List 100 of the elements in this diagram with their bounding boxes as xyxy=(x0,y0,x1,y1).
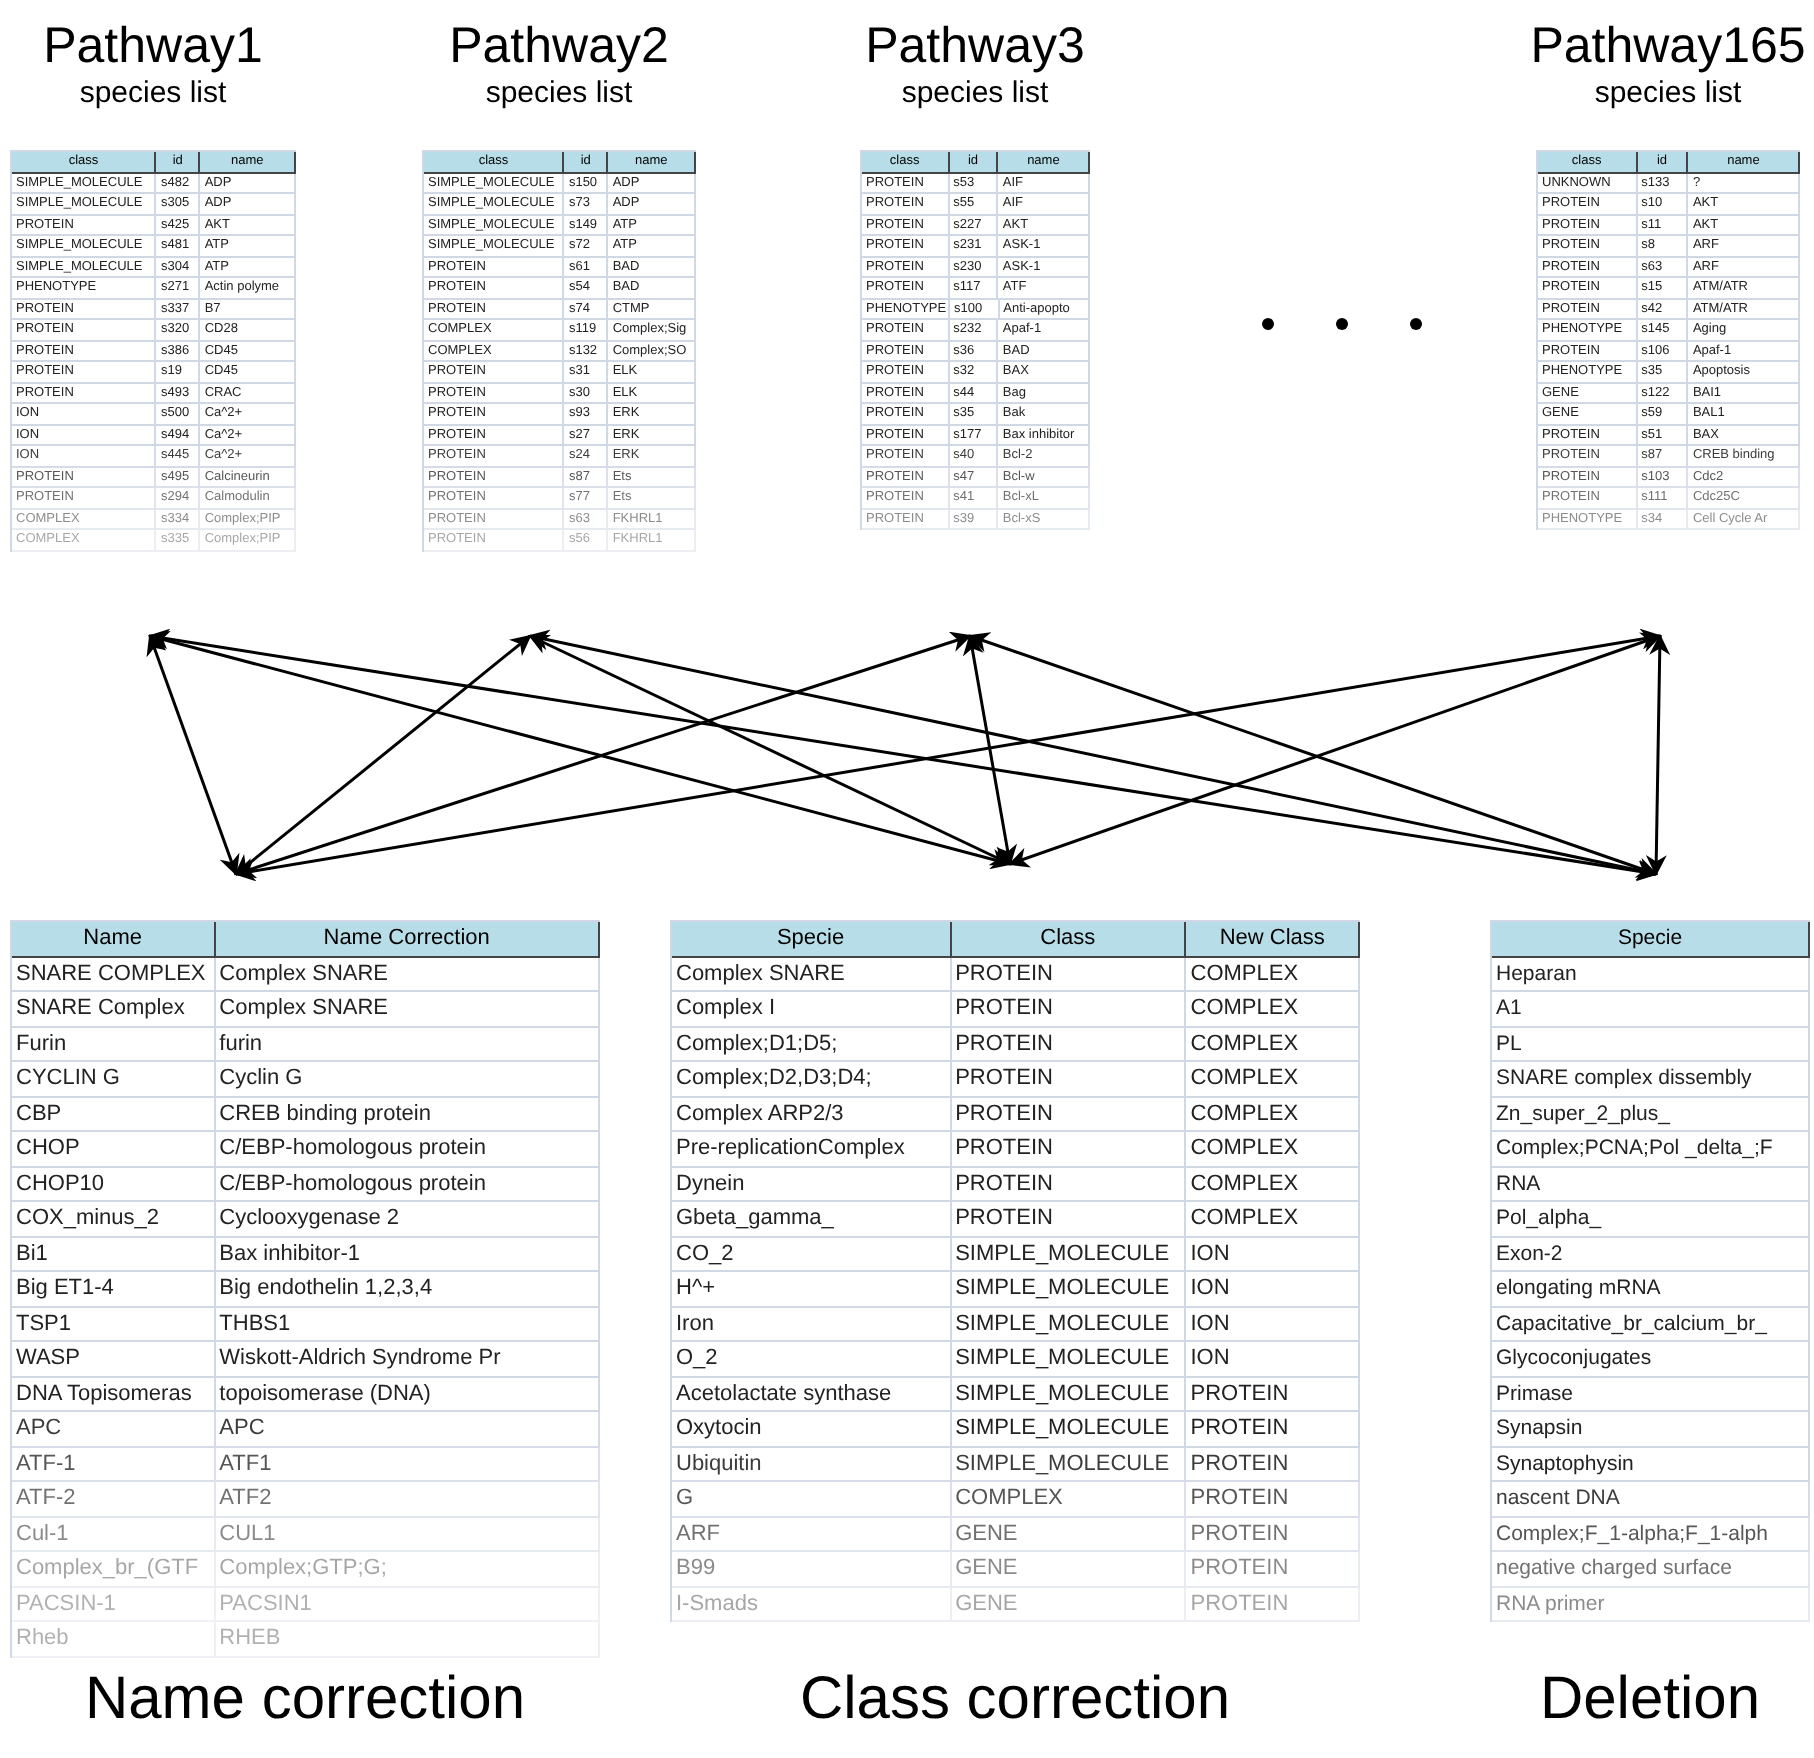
table-cell: CUL1 xyxy=(215,1517,600,1552)
column-header: Specie xyxy=(672,922,952,957)
table-cell: ATF-2 xyxy=(12,1482,216,1517)
pathway-title: Pathway1 xyxy=(43,16,263,76)
table-cell: Complex SNARE xyxy=(215,957,600,992)
table-cell: Heparan xyxy=(1492,957,1810,992)
table-cell: SNARE COMPLEX xyxy=(12,957,216,992)
table-cell: PROTEIN xyxy=(1186,1552,1360,1587)
table-cell: Complex;GTP;G; xyxy=(215,1552,600,1587)
table-cell: WASP xyxy=(12,1342,216,1377)
table-cell: PROTEIN xyxy=(951,1202,1187,1237)
panel-caption: Class correction xyxy=(797,1664,1233,1736)
arrow xyxy=(527,629,1659,881)
table-cell: ION xyxy=(1186,1307,1360,1342)
table-cell: Pre-replicationComplex xyxy=(672,1132,952,1167)
table-cell: THBS1 xyxy=(215,1307,600,1342)
table-cell: Gbeta_gamma_ xyxy=(672,1202,952,1237)
table-cell: Exon-2 xyxy=(1492,1237,1810,1272)
table-cell: COMPLEX xyxy=(951,1482,1187,1517)
table-cell: Complex SNARE xyxy=(672,957,952,992)
table-cell: PROTEIN xyxy=(951,992,1187,1027)
table-cell: COMPLEX xyxy=(1186,1167,1360,1202)
table-cell: Complex_br_(GTF xyxy=(12,1552,216,1587)
table-cell: Synaptophysin xyxy=(1492,1447,1810,1482)
table-cell: CHOP xyxy=(12,1132,216,1167)
table-cell: CBP xyxy=(12,1097,216,1132)
table-cell: Capacitative_br_calcium_br_ xyxy=(1492,1307,1810,1342)
table-cell: Dynein xyxy=(672,1167,952,1202)
table-cell: Iron xyxy=(672,1307,952,1342)
table-cell: COMPLEX xyxy=(1186,1202,1360,1237)
table-cell: PACSIN-1 xyxy=(12,1587,216,1622)
column-header: Class xyxy=(951,922,1187,957)
table-cell: Big endothelin 1,2,3,4 xyxy=(215,1272,600,1307)
table-cell: O_2 xyxy=(672,1342,952,1377)
table-cell: PL xyxy=(1492,1027,1810,1062)
table-cell: PROTEIN xyxy=(1186,1447,1360,1482)
table-cell: Complex I xyxy=(672,992,952,1027)
arrow xyxy=(962,633,1018,867)
arrow xyxy=(528,634,1012,866)
table-cell: PACSIN1 xyxy=(215,1587,600,1622)
table-cell: COMPLEX xyxy=(1186,1027,1360,1062)
table-cell: PROTEIN xyxy=(1186,1587,1360,1622)
table-cell: PROTEIN xyxy=(951,1027,1187,1062)
table-cell: topoisomerase (DNA) xyxy=(215,1377,600,1412)
arrow xyxy=(234,634,532,876)
column-header: Specie xyxy=(1492,922,1810,957)
table-cell: Synapsin xyxy=(1492,1412,1810,1447)
table-cell: PROTEIN xyxy=(1186,1517,1360,1552)
table-cell: Pol_alpha_ xyxy=(1492,1202,1810,1237)
table-subtitle: species list xyxy=(485,76,633,112)
table-cell: RNA primer xyxy=(1492,1587,1810,1622)
table-cell: Cul-1 xyxy=(12,1517,216,1552)
table-cell: PROTEIN xyxy=(1186,1482,1360,1517)
table-cell: CREB binding protein xyxy=(215,1097,600,1132)
column-header: New Class xyxy=(1186,922,1360,957)
table-cell: PROTEIN xyxy=(951,957,1187,992)
pathway-title: Pathway2 xyxy=(449,16,669,76)
table-cell: SIMPLE_MOLECULE xyxy=(951,1377,1187,1412)
table-cell: I-Smads xyxy=(672,1587,952,1622)
table-cell: Big ET1-4 xyxy=(12,1272,216,1307)
table-cell: CO_2 xyxy=(672,1237,952,1272)
table-cell: APC xyxy=(215,1412,600,1447)
table-cell: Bi1 xyxy=(12,1237,216,1272)
table-cell: GENE xyxy=(951,1517,1187,1552)
table-cell: RNA xyxy=(1492,1167,1810,1202)
table-cell: G xyxy=(672,1482,952,1517)
table-cell: SNARE Complex xyxy=(12,992,216,1027)
table-cell: A1 xyxy=(1492,992,1810,1027)
table-cell: C/EBP-homologous protein xyxy=(215,1167,600,1202)
table-cell: ATF2 xyxy=(215,1482,600,1517)
table-cell: Glycoconjugates xyxy=(1492,1342,1810,1377)
table-cell: Cyclooxygenase 2 xyxy=(215,1202,600,1237)
table-cell: Furin xyxy=(12,1027,216,1062)
table-subtitle: species list xyxy=(901,76,1049,112)
table-cell: SIMPLE_MOLECULE xyxy=(951,1272,1187,1307)
table-cell: Wiskott-Aldrich Syndrome Pr xyxy=(215,1342,600,1377)
table-cell: negative charged surface xyxy=(1492,1552,1810,1587)
table-cell: CHOP10 xyxy=(12,1167,216,1202)
table-cell: Rheb xyxy=(12,1622,216,1657)
panel-caption: Name correction xyxy=(82,1664,528,1736)
table-cell: Bax inhibitor-1 xyxy=(215,1237,600,1272)
table-cell: COMPLEX xyxy=(1186,992,1360,1027)
arrow xyxy=(234,631,972,879)
table-cell: GENE xyxy=(951,1552,1187,1587)
column-header: Name Correction xyxy=(215,922,600,957)
table-cell: Complex SNARE xyxy=(215,992,600,1027)
table-cell: Cyclin G xyxy=(215,1062,600,1097)
table-cell: B99 xyxy=(672,1552,952,1587)
table-cell: Complex;D1;D5; xyxy=(672,1027,952,1062)
table-cell: SIMPLE_MOLECULE xyxy=(951,1447,1187,1482)
table-cell: RHEB xyxy=(215,1622,600,1657)
table-cell: CYCLIN G xyxy=(12,1062,216,1097)
table-cell: Acetolactate synthase xyxy=(672,1377,952,1412)
table-cell: Complex;D2,D3;D4; xyxy=(672,1062,952,1097)
arrow xyxy=(1645,633,1671,877)
table-cell: ION xyxy=(1186,1272,1360,1307)
table-cell: Ubiquitin xyxy=(672,1447,952,1482)
table-cell: SIMPLE_MOLECULE xyxy=(951,1342,1187,1377)
table-cell: SIMPLE_MOLECULE xyxy=(951,1307,1187,1342)
table-cell: SNARE complex dissembly xyxy=(1492,1062,1810,1097)
